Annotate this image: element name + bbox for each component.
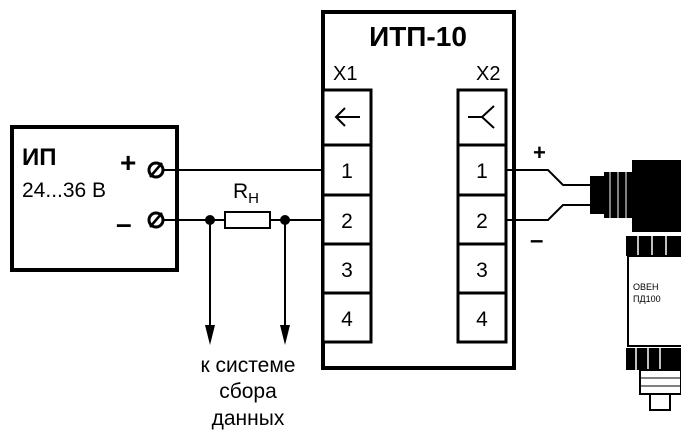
x2-terminal-3: 3 bbox=[476, 259, 488, 282]
x1-terminal-block bbox=[321, 88, 373, 344]
x2-terminal-block bbox=[456, 88, 508, 344]
x2-label: X2 bbox=[476, 63, 500, 85]
pressure-sensor bbox=[590, 160, 681, 411]
power-supply-voltage: 24...36 В bbox=[22, 179, 106, 202]
resistor bbox=[224, 211, 271, 229]
resistor-label: RH bbox=[233, 180, 259, 207]
sensor-brand: ОВЕН bbox=[633, 282, 659, 292]
sensor-plus: + bbox=[533, 140, 546, 165]
arrow-right bbox=[280, 220, 290, 345]
ps-terminal-minus bbox=[147, 211, 165, 229]
ps-terminal-plus bbox=[147, 161, 165, 179]
x1-label: X1 bbox=[333, 63, 357, 85]
x1-terminal-1: 1 bbox=[341, 160, 353, 183]
data-system-line-3: данных bbox=[212, 407, 285, 430]
power-supply-box bbox=[10, 125, 179, 272]
power-supply-title: ИП bbox=[22, 144, 57, 171]
x2-terminal-2: 2 bbox=[476, 210, 488, 233]
power-supply-minus: – bbox=[116, 208, 132, 239]
x1-input-arrow-icon bbox=[334, 107, 360, 127]
sensor-model: ПД100 bbox=[633, 294, 661, 304]
power-supply-plus: + bbox=[120, 147, 136, 178]
data-system-line-2: сбора bbox=[219, 380, 277, 403]
arrow-left bbox=[205, 220, 215, 345]
x2-terminal-4: 4 bbox=[476, 308, 488, 331]
wire-sensor-minus bbox=[506, 204, 592, 221]
sensor-minus: – bbox=[530, 227, 543, 254]
data-system-line-1: к системе bbox=[201, 354, 296, 377]
wire-sensor-plus bbox=[506, 169, 592, 186]
x1-terminal-4: 4 bbox=[341, 308, 353, 331]
x2-output-icon bbox=[468, 105, 495, 129]
x1-terminal-2: 2 bbox=[341, 210, 353, 233]
x1-terminal-3: 3 bbox=[341, 259, 353, 282]
converter-title: ИТП-10 bbox=[369, 21, 467, 52]
x2-terminal-1: 1 bbox=[476, 160, 488, 183]
